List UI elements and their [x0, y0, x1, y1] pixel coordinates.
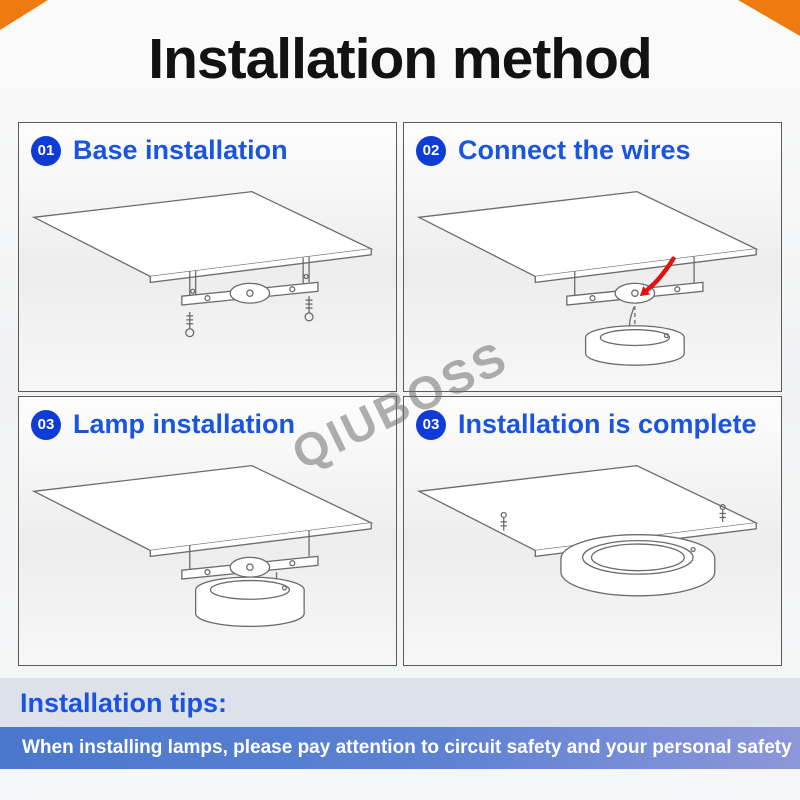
ceiling-panel: [419, 192, 756, 283]
corner-accent-right: [738, 0, 800, 36]
lamp-body: [196, 577, 304, 626]
page-title: Installation method: [148, 27, 653, 91]
step-label: Installation is complete: [458, 409, 757, 439]
tips-body-text: When installing lamps, please pay attent…: [22, 737, 792, 758]
step-number-badge: 03: [31, 409, 61, 440]
panel-connect-wires: 02 Connect the wires: [403, 122, 782, 392]
corner-accent-left: [0, 0, 48, 30]
panel-lamp-installation: 03 Lamp installation: [18, 396, 397, 666]
screw-icon: [501, 513, 507, 531]
step-label: Connect the wires: [458, 135, 691, 165]
tips-heading-row: Installation tips:: [0, 678, 800, 727]
step-number-badge: 03: [416, 409, 446, 440]
tips-heading: Installation tips:: [20, 688, 228, 718]
panel-base-installation: 01 Base installation: [18, 122, 397, 392]
mounting-bracket: [182, 531, 318, 579]
lamp-body: [586, 326, 685, 365]
screw-icon: [305, 296, 313, 321]
step-label: Lamp installation: [73, 409, 296, 439]
step-number-badge: 02: [416, 135, 446, 166]
lamp-body: [561, 535, 715, 596]
diagram-base-installation: [19, 168, 396, 380]
red-arrow-icon: [639, 259, 674, 297]
diagram-connect-wires: [404, 168, 781, 380]
step-number-badge: 01: [31, 135, 61, 166]
screw-icon: [720, 505, 726, 522]
diagram-lamp-installation: [19, 442, 396, 654]
tips-bar: When installing lamps, please pay attent…: [0, 727, 800, 769]
ceiling-panel: [34, 466, 371, 557]
mounting-bracket: [182, 257, 318, 305]
screw-icon: [186, 312, 194, 337]
ceiling-panel: [34, 192, 371, 283]
panel-installation-complete: 03 Installation is complete: [403, 396, 782, 666]
diagram-installation-complete: [404, 442, 781, 654]
step-label: Base installation: [73, 135, 288, 165]
installation-steps-grid: 01 Base installation: [18, 122, 782, 666]
